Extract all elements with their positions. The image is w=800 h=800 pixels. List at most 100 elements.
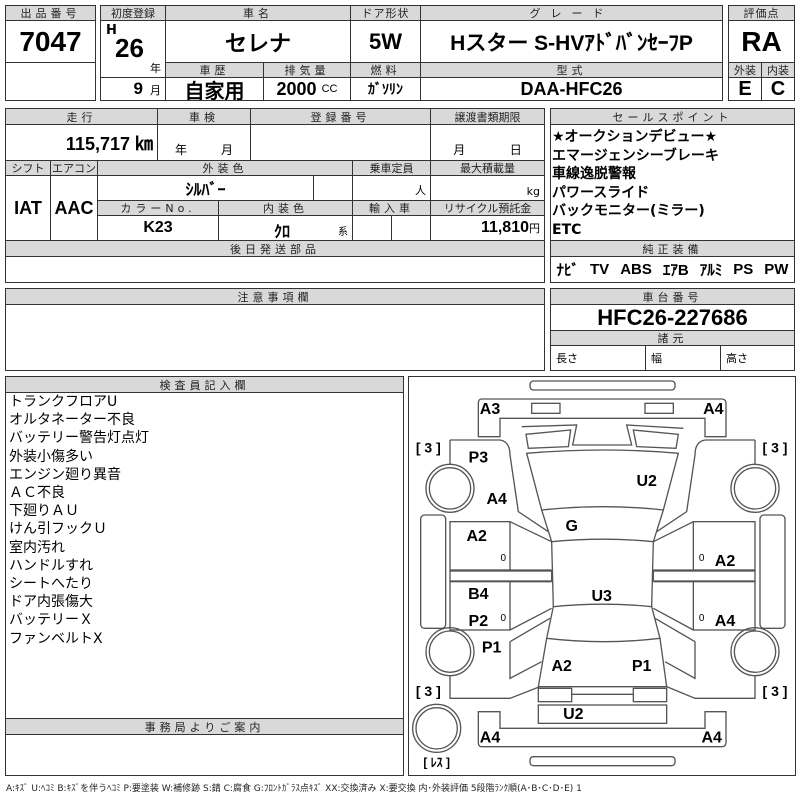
damage-mark: B4: [468, 586, 489, 603]
door-label: ドア形状: [350, 5, 421, 21]
grade: Hスター S-HVｱﾄﾞﾊﾞﾝｾｰﾌP: [420, 20, 723, 63]
equipment-item: ABS: [620, 261, 652, 278]
equipment-item: ｱﾙﾐ: [699, 262, 723, 279]
int-color: ｸﾛ 系: [218, 215, 353, 241]
lot-number: 7047: [5, 20, 96, 63]
equipment-list: ﾅﾋﾞ TV ABS ｴｱB ｱﾙﾐ PS PW: [550, 256, 795, 283]
notes: [5, 304, 545, 371]
sales-point: エマージェンシーブレーキ: [552, 147, 719, 164]
damage-mark: P2: [469, 613, 489, 630]
inspector-note: ハンドルすれ: [9, 557, 93, 574]
model-code: DAA-HFC26: [420, 77, 723, 101]
displacement: 2000 CC: [263, 77, 351, 101]
shift: IAT: [5, 175, 51, 241]
legend: A:ｷｽﾞ U:ﾍｺﾐ B:ｷｽﾞを伴うﾍｺﾐ P:要塗装 W:補修跡 S:錆 …: [6, 784, 582, 794]
import-cell-1: [352, 215, 392, 241]
specs-label: 諸元: [550, 330, 795, 346]
inspector-note: ファンベルトX: [9, 630, 103, 647]
equipment-label: 純正装備: [550, 240, 795, 257]
transfer-day-unit: 日: [509, 143, 522, 157]
door-count: 0: [699, 553, 705, 564]
ext-color: ｼﾙﾊﾞｰ: [97, 175, 314, 201]
car-name: セレナ: [165, 20, 351, 63]
first-reg-month: 9 月: [100, 77, 166, 101]
length: 長さ: [550, 345, 646, 371]
door-count: 0: [501, 553, 507, 564]
damage-mark: A4: [715, 613, 736, 630]
chassis-number: HFC26-227686: [550, 304, 795, 331]
max-load: kg: [430, 175, 545, 201]
model-label: 型式: [420, 62, 723, 78]
color-no: K23: [97, 215, 219, 241]
inspector-note: バッテリーＸ: [9, 612, 93, 629]
max-load-label: 最大積載量: [430, 160, 545, 176]
damage-mark: A4: [703, 401, 724, 418]
import-label: 輸入車: [352, 200, 431, 216]
displacement-unit: CC: [321, 83, 338, 95]
inspector-note: エンジン廻り異音: [9, 466, 121, 483]
damage-mark: A2: [715, 553, 736, 570]
inspector-note: けん引フックＵ: [9, 521, 107, 538]
office-notice: [5, 734, 404, 776]
damage-mark: A4: [486, 491, 507, 508]
office-label: 事務局よりご案内: [5, 718, 404, 735]
fuel-label: 燃料: [350, 62, 421, 78]
damage-mark: U2: [636, 473, 657, 490]
year: 26: [115, 33, 144, 63]
fuel: ｶﾞｿﾘﾝ: [350, 77, 421, 101]
transfer-label: 譲渡書類期限: [430, 108, 545, 125]
inspector-note: トランクフロアU: [9, 394, 118, 410]
inspector-note: 外装小傷多い: [9, 448, 93, 465]
equipment-item: ﾅﾋﾞ: [556, 262, 580, 279]
aircon: AAC: [50, 175, 98, 241]
overall-score: RA: [728, 20, 795, 63]
mileage: 115,717 ㎞: [5, 124, 158, 161]
recycle-value: 11,810: [480, 219, 529, 236]
equipment-item: TV: [590, 261, 610, 278]
damage-mark: A2: [551, 658, 572, 675]
damage-mark: A2: [466, 528, 487, 545]
inspection-year-unit: 年: [174, 143, 187, 157]
aircon-label: エアコン: [50, 160, 98, 176]
tire-tread: [ 3 ]: [763, 440, 788, 456]
sales-point: バックモニター(ミラー): [552, 203, 705, 219]
transfer-month-unit: 月: [453, 143, 466, 157]
damage-mark: A3: [480, 401, 501, 418]
month: 9: [133, 79, 143, 98]
grade-label: グレード: [420, 5, 723, 21]
car-outline: [412, 380, 786, 767]
inspector-note: ドア内張傷大: [9, 594, 93, 611]
transfer-date: 月日: [430, 124, 545, 161]
inspector-note: ＡＣ不良: [9, 485, 65, 502]
ext-score: E: [728, 77, 762, 101]
door-count: 0: [501, 613, 507, 624]
int-color-value: ｸﾛ: [274, 224, 291, 241]
inspector-notes: トランクフロアU オルタネーター不良 バッテリー警告灯点灯 外装小傷多い エンジ…: [9, 393, 149, 648]
shift-label: シフト: [5, 160, 51, 176]
year-unit: 年: [150, 62, 161, 75]
first-reg-year: H 26 年: [100, 20, 166, 78]
notes-label: 注意事項欄: [5, 288, 545, 305]
damage-mark: P1: [482, 640, 502, 657]
inspector-note: オルタネーター不良: [9, 412, 135, 429]
tire-tread: [ 3 ]: [763, 683, 788, 699]
int-color-suffix: 系: [338, 227, 348, 238]
month-unit: 月: [150, 84, 161, 97]
mileage-label: 走行: [5, 108, 158, 125]
capacity: 人: [352, 175, 431, 201]
history-label: 車歴: [165, 62, 264, 78]
recycle-unit: 円: [529, 223, 540, 235]
inspector-note: シートへたり: [9, 576, 93, 593]
sales-point: パワースライド: [552, 184, 650, 201]
damage-mark: U3: [591, 588, 612, 605]
sales-point: ETC: [552, 221, 582, 238]
later-parts: [5, 256, 545, 283]
inspector-note: 室内汚れ: [9, 539, 65, 556]
later-parts-label: 後日発送部品: [5, 240, 545, 257]
spare-tire: [ ﾚｽ ]: [423, 756, 450, 770]
first-reg-label: 初度登録: [100, 5, 166, 21]
ext-color-extra: [313, 175, 353, 201]
damage-mark: P3: [469, 450, 489, 467]
